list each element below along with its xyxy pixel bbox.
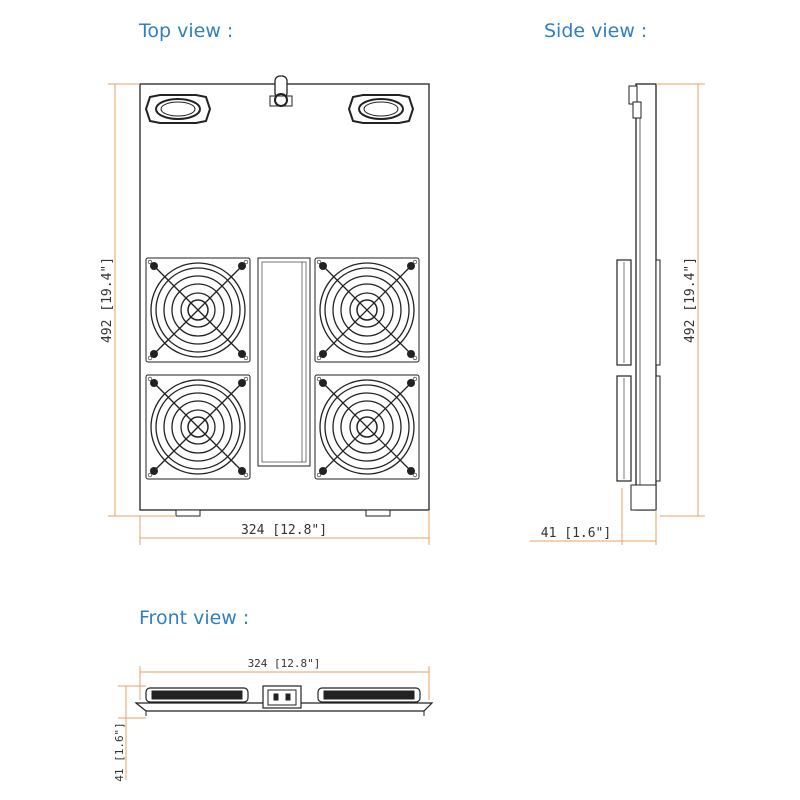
front-view-depth-label: 41 [1.6"] [113, 722, 126, 782]
front-view-drawing [134, 685, 434, 716]
top-view-drawing [139, 75, 430, 517]
front-view-title: Front view : [139, 607, 250, 629]
handle-left [145, 94, 211, 124]
handle-right [348, 94, 414, 124]
side-view-height-label: 492 [19.4"] [683, 257, 698, 343]
front-view-width-label: 324 [12.8"] [248, 657, 321, 670]
side-view-depth-label: 41 [1.6"] [541, 526, 611, 541]
top-view-title: Top view : [139, 20, 234, 42]
side-view-dimension-lines [530, 83, 705, 545]
side-view-drawing [616, 83, 661, 511]
front-view-dimension-lines [118, 666, 430, 780]
top-view-width-label: 324 [12.8"] [241, 523, 327, 538]
top-view-height-label: 492 [19.4"] [100, 257, 115, 343]
side-view-title: Side view : [544, 20, 648, 42]
top-view-dimension-lines [108, 83, 430, 545]
